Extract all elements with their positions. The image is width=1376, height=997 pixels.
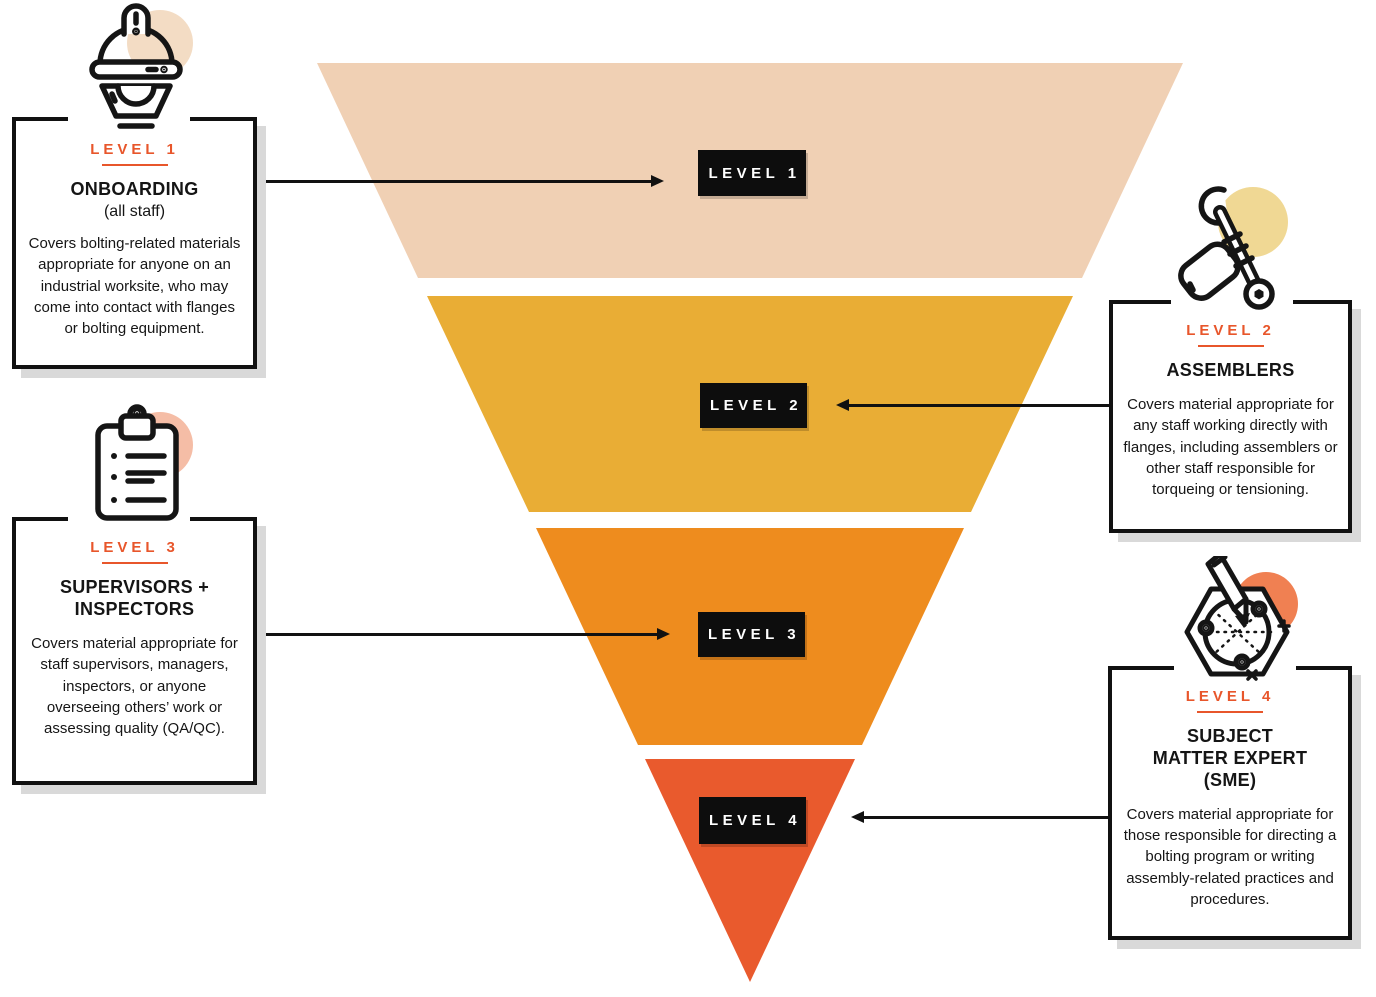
funnel-level-1-tag: LEVEL 1 xyxy=(698,150,806,196)
arrow-line-level-1 xyxy=(257,180,653,183)
arrowhead-right-icon xyxy=(657,628,670,640)
tag-underline xyxy=(101,164,168,166)
callout-title: ONBOARDING xyxy=(70,179,199,199)
callout-level-2: LEVEL 2 ASSEMBLERS Covers material appro… xyxy=(1109,299,1352,533)
callout-title: SUBJECT MATTER EXPERT (SME) xyxy=(1152,726,1308,790)
arrow-line-level-2 xyxy=(847,404,1109,407)
arrowhead-left-icon xyxy=(836,399,849,411)
arrowhead-right-icon xyxy=(651,175,664,187)
tag-underline xyxy=(1197,345,1264,347)
callout-body: Covers material appropriate for those re… xyxy=(1123,805,1337,909)
callout-title: SUPERVISORS + INSPECTORS xyxy=(59,577,210,619)
hard-hat-icon xyxy=(86,2,186,132)
icon-notch xyxy=(1171,299,1293,305)
arrowhead-left-icon xyxy=(851,811,864,823)
arrow-line-level-3 xyxy=(257,633,659,636)
callout-body: Covers bolting-related materials appropr… xyxy=(28,234,241,338)
level-4-tag-label: LEVEL 4 xyxy=(1185,688,1275,705)
callout-level-4: LEVEL 4 SUBJECT MATTER EXPERT (SME) Cove… xyxy=(1108,665,1352,940)
funnel-level-4-tag: LEVEL 4 xyxy=(699,797,806,844)
level-2-tag-label: LEVEL 2 xyxy=(1186,322,1275,339)
tag-underline xyxy=(1197,711,1263,713)
wrench-hand-icon xyxy=(1172,180,1284,318)
callout-level-1: LEVEL 1 ONBOARDING (all staff) Covers bo… xyxy=(12,116,257,369)
tag-underline xyxy=(101,562,168,564)
funnel-level-3-tag: LEVEL 3 xyxy=(698,612,805,657)
icon-notch xyxy=(68,116,190,122)
callout-body: Covers material appropriate for staff su… xyxy=(31,634,238,738)
level-3-tag-label: LEVEL 3 xyxy=(90,539,179,556)
arrow-line-level-4 xyxy=(862,816,1108,819)
callout-subtitle: (all staff) xyxy=(103,202,166,220)
level-1-tag-label: LEVEL 1 xyxy=(90,141,179,158)
callout-level-3: LEVEL 3 SUPERVISORS + INSPECTORS Covers … xyxy=(12,516,257,785)
callout-body: Covers material appropriate for any staf… xyxy=(1123,395,1338,499)
callout-title: ASSEMBLERS xyxy=(1166,360,1295,380)
funnel-level-2-tag: LEVEL 2 xyxy=(700,383,807,428)
clipboard-icon xyxy=(92,404,182,524)
flange-pencil-icon xyxy=(1178,556,1296,684)
